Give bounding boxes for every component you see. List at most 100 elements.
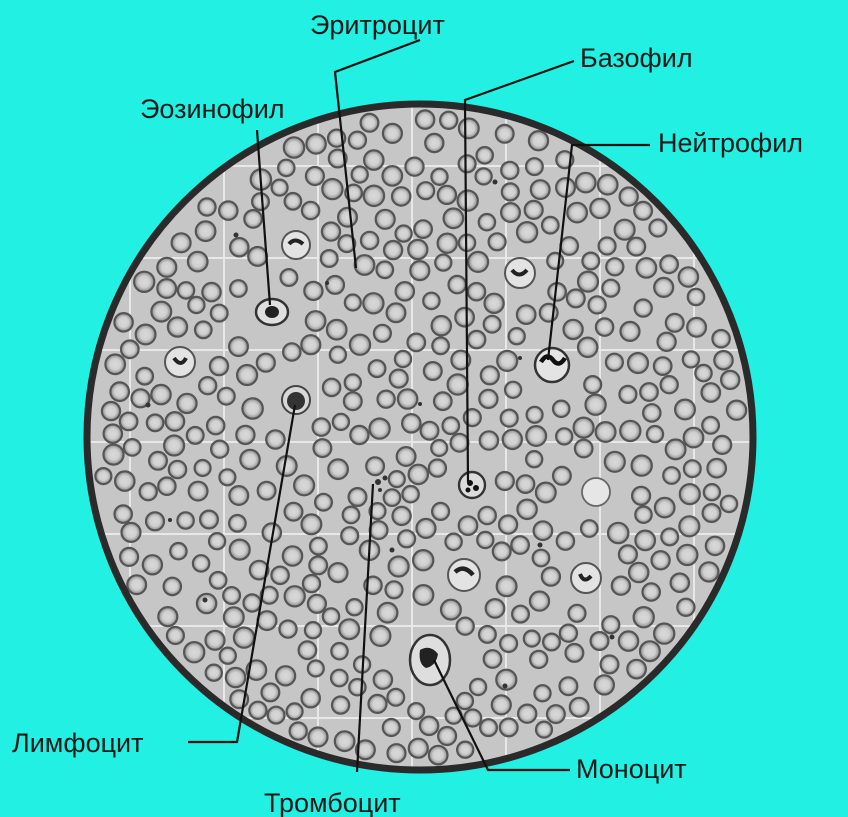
erythrocyte-cell [455,308,474,327]
erythrocyte-cell [218,388,235,405]
erythrocyte-cell [575,440,593,458]
erythrocyte-cell [187,427,204,444]
erythrocyte-cell [322,179,342,199]
erythrocyte-cell [505,382,521,398]
erythrocyte-cell [429,460,446,477]
erythrocyte-cell [477,147,493,163]
erythrocyte-cell [534,521,553,540]
erythrocyte-cell [661,529,678,546]
erythrocyte-cell [330,347,346,363]
erythrocyte-cell [420,717,438,735]
erythrocyte-cell [409,739,428,758]
erythrocyte-cell [542,217,559,234]
erythrocyte-cell [432,338,449,355]
erythrocyte-cell [363,293,383,313]
erythrocyte-cell [383,719,400,736]
erythrocyte-cell [632,456,652,476]
erythrocyte-cell [438,234,457,253]
erythrocyte-cell [542,568,560,586]
erythrocyte-cell [136,325,156,345]
erythrocyte-cell [308,595,326,613]
label-eosinophil: Эозинофил [140,94,285,124]
erythrocyte-cell [188,252,208,272]
erythrocyte-cell [479,507,496,524]
erythrocyte-cell [684,428,704,448]
erythrocyte-cell [279,621,296,638]
erythrocyte-cell [242,398,262,418]
erythrocyte-cell [432,503,449,520]
erythrocyte-cell [290,723,307,740]
erythrocyte-cell [560,677,578,695]
label-basophil: Базофил [580,43,693,73]
erythrocyte-cell [695,365,711,381]
erythrocyte-cell [262,684,280,702]
erythrocyte-cell [352,166,368,182]
erythrocyte-cell [702,417,719,434]
neutrophil-cell [535,348,569,382]
erythrocyte-cell [314,439,332,457]
erythrocyte-cell [526,451,542,467]
erythrocyte-cell [134,272,154,292]
erythrocyte-cell [199,377,216,394]
erythrocyte-cell [258,611,277,630]
erythrocyte-cell [283,546,302,565]
erythrocyte-cell [390,370,408,388]
erythrocyte-cell [635,507,651,523]
label-neutrophil: Нейтрофил [658,128,803,158]
erythrocyte-cell [127,575,146,594]
erythrocyte-cell [302,202,319,219]
erythrocyte-cell [621,322,640,341]
erythrocyte-cell [223,587,240,604]
erythrocyte-cell [530,651,547,668]
erythrocyte-cell [500,719,518,737]
erythrocyte-cell [369,695,387,713]
erythrocyte-cell [258,482,276,500]
erythrocyte-cell [497,351,517,371]
erythrocyte-cell [479,626,496,643]
erythrocyte-cell [210,357,228,375]
erythrocyte-cell [252,193,269,210]
erythrocyte-cell [619,545,637,563]
erythrocyte-cell [567,290,585,308]
erythrocyte-cell [355,255,375,275]
erythrocyte-cell [525,201,543,219]
erythrocyte-cell [438,727,456,745]
erythrocyte-cell [655,498,675,518]
erythrocyte-cell [236,426,254,444]
erythrocyte-cell [560,237,578,255]
label-thrombocyte: Тромбоцит [264,788,401,817]
erythrocyte-cell [287,703,303,719]
erythrocyte-cell [303,575,320,592]
erythrocyte-cell [627,238,645,256]
erythrocyte-cell [448,374,468,394]
erythrocyte-cell [431,440,447,456]
erythrocyte-cell [477,532,493,548]
erythrocyte-cell [489,233,506,250]
monocyte-cell [410,635,450,685]
erythrocyte-cell [586,395,606,415]
erythrocyte-cell [606,258,623,275]
erythrocyte-cell [438,186,456,204]
erythrocyte-cell [202,283,220,301]
erythrocyte-cell [349,132,366,149]
erythrocyte-cell [230,540,250,560]
erythrocyte-cell [654,357,672,375]
erythrocyte-cell [104,445,124,465]
erythrocyte-cell [484,316,501,333]
erythrocyte-cell [556,428,572,444]
erythrocyte-cell [309,557,327,575]
erythrocyte-cell [278,160,294,176]
erythrocyte-cell [441,600,461,620]
erythrocyte-cell [543,634,560,651]
erythrocyte-cell [457,618,474,635]
erythrocyte-cell [511,536,529,554]
erythrocyte-cell [149,452,167,470]
erythrocyte-cell [229,486,248,505]
erythrocyte-cell [581,520,598,537]
erythrocyte-cell [346,599,362,615]
erythrocyte-cell [328,459,348,479]
erythrocyte-cell [343,507,360,524]
erythrocyte-cell [370,626,390,646]
erythrocyte-cell [120,548,138,566]
erythrocyte-cell [146,512,164,530]
